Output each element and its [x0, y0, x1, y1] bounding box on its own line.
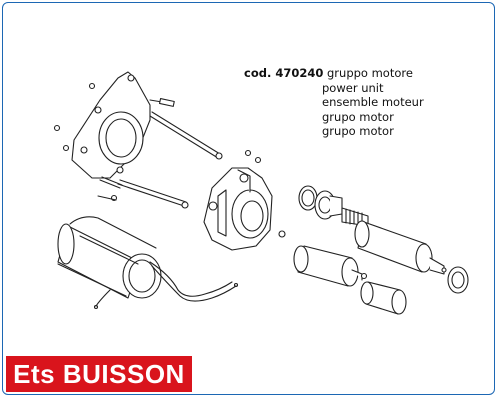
caption-line-french: ensemble moteur	[322, 95, 424, 109]
brand-logo: Ets BUISSON	[6, 356, 192, 392]
coupling-sleeve	[293, 245, 368, 287]
diagram-frame	[2, 2, 495, 395]
part-code: cod. 470240	[244, 66, 324, 80]
tie-rods	[97, 98, 223, 209]
part-caption: cod. 470240 gruppo motore power unit ens…	[244, 66, 424, 139]
output-tube	[354, 220, 469, 294]
caption-line-portuguese: grupo motor	[322, 124, 394, 138]
caption-line-spanish: grupo motor	[322, 109, 394, 124]
caption-line-italian: gruppo motore	[327, 66, 413, 80]
spacer-ring	[360, 281, 407, 315]
caption-line-english: power unit	[322, 80, 384, 95]
bearing-set	[298, 185, 343, 220]
code-row: cod. 470240 gruppo motore	[244, 66, 424, 81]
mounting-bracket	[71, 71, 151, 179]
gearbox-housing	[203, 167, 286, 251]
electric-motor	[57, 216, 162, 299]
screws-left	[53, 82, 262, 164]
motor-wires	[93, 261, 239, 310]
